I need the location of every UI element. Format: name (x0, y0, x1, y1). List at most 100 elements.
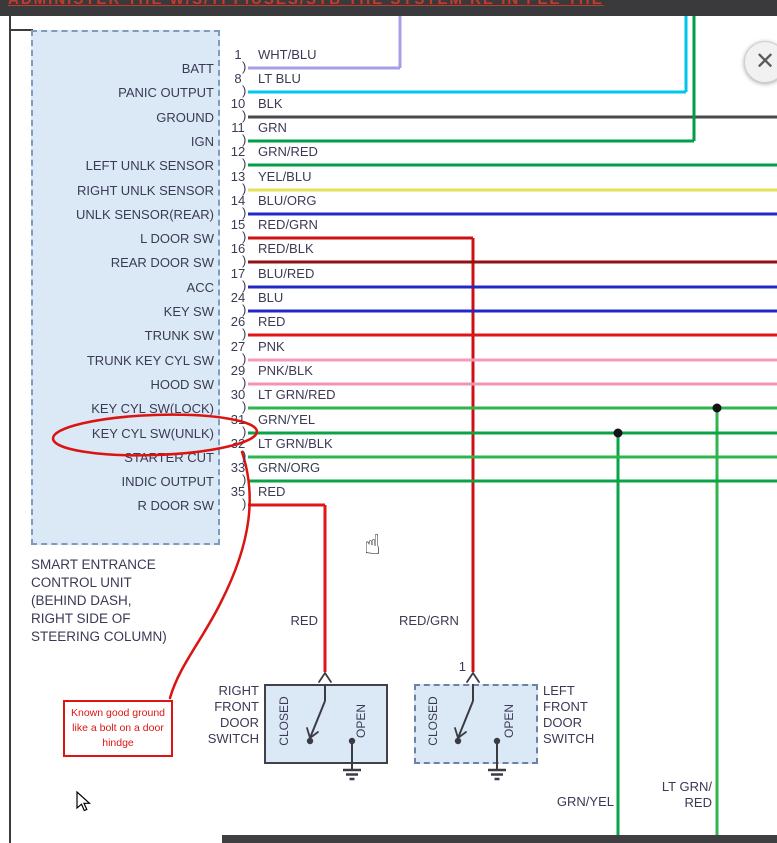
pin-connector-icon: ) (242, 156, 247, 171)
ecu-caption-line: SMART ENTRANCE (31, 557, 156, 572)
pin-number-14: 14 (230, 193, 246, 208)
pin-connector-icon: ) (242, 83, 247, 98)
pin-connector-icon: ) (242, 181, 247, 196)
header-clipped-text: ADMINISTER THE W/S/TI FIUSES/STB THE SYS… (8, 0, 604, 8)
pin-number-10: 10 (230, 96, 246, 111)
pin-label-12: LEFT UNLK SENSOR (85, 158, 214, 173)
wire-color-label-12: GRN/RED (258, 144, 318, 159)
wire-color-label-24: BLU (258, 290, 284, 305)
pin-label-24: KEY SW (163, 304, 214, 319)
pin-label-15: L DOOR SW (140, 231, 214, 246)
diagram-frame-line (9, 16, 11, 843)
switch-lever (457, 700, 474, 739)
pin-connector-icon: ) (242, 326, 247, 341)
pin-label-1: BATT (181, 61, 214, 76)
wire-color-label-32: LT GRN/BLK (258, 436, 333, 451)
wire-color-label-13: YEL/BLU (258, 169, 312, 184)
pin-connector-icon: ) (242, 351, 247, 366)
ecu-caption-line: RIGHT SIDE OF (31, 611, 131, 626)
pin-label-26: TRUNK SW (144, 328, 214, 343)
pin-label-31: KEY CYL SW(UNLK) (91, 426, 214, 441)
connector-arrow-icon (318, 671, 332, 683)
wire-color-label-33: GRN/ORG (258, 460, 321, 475)
pin-connector-icon: ) (242, 132, 247, 147)
ecu-caption-line: (BEHIND DASH, (31, 593, 132, 608)
pin-connector-icon: ) (242, 448, 247, 463)
pin-label-17: ACC (186, 280, 214, 295)
pin-label-16: REAR DOOR SW (110, 255, 214, 270)
closed-contact-dot (454, 737, 462, 745)
wire-color-label-8: LT BLU (258, 71, 301, 86)
wire-color-label-10: BLK (258, 96, 283, 111)
pin-number-30: 30 (230, 387, 246, 402)
pin-label-30: KEY CYL SW(LOCK) (91, 401, 214, 416)
red-annotation-line (168, 450, 251, 700)
smart-entrance-control-unit-box (31, 30, 220, 545)
wire-color-label-17: BLU/RED (258, 266, 315, 281)
pin-label-8: PANIC OUTPUT (118, 85, 214, 100)
junction-dot (712, 403, 722, 413)
left-front-door-switch-box (414, 684, 538, 764)
pin-label-29: HOOD SW (150, 377, 214, 392)
pin-number-13: 13 (230, 169, 246, 184)
pin-label-27: TRUNK KEY CYL SW (86, 353, 214, 368)
pin-connector-icon: ) (242, 399, 247, 414)
pin-number-8: 8 (234, 71, 242, 86)
pin-number-33: 33 (230, 460, 246, 475)
lever-arrow-icon (454, 727, 467, 739)
wire-drop-label-red: RED (290, 613, 318, 628)
wire-color-label-16: RED/BLK (258, 241, 314, 256)
pin-connector-icon: ) (242, 59, 247, 74)
left-switch-pin-number: 1 (458, 659, 466, 674)
wire-color-label-1: WHT/BLU (258, 47, 317, 62)
pin-label-10: GROUND (156, 110, 214, 125)
wire-color-label-27: PNK (258, 339, 285, 354)
right-front-door-switch-label: RIGHT FRONT DOOR SWITCH (207, 683, 259, 746)
ecu-caption-line: STEERING COLUMN) (31, 629, 167, 644)
arrow-cursor-icon (76, 791, 92, 812)
pin-label-35: R DOOR SW (137, 498, 214, 513)
bottom-wire-label-lt-grn-red: LT GRN/ RED (661, 779, 712, 810)
wire-color-label-26: RED (258, 314, 286, 329)
red-circle-annotation (51, 413, 259, 457)
pin-label-14: UNLK SENSOR(REAR) (76, 207, 214, 222)
ecu-caption-line: CONTROL UNIT (31, 575, 132, 590)
pin-number-35: 35 (230, 484, 246, 499)
pin-label-33: INDIC OUTPUT (121, 474, 214, 489)
pin-connector-icon: ) (242, 302, 247, 317)
pin-number-12: 12 (230, 144, 246, 159)
pin-connector-icon: ) (242, 205, 247, 220)
left-front-door-switch-label: LEFT FRONT DOOR SWITCH (543, 683, 595, 746)
wire-color-label-31: GRN/YEL (258, 412, 316, 427)
wire-color-label-29: PNK/BLK (258, 363, 313, 378)
close-button[interactable]: ✕ (744, 41, 777, 83)
wire-color-label-14: BLU/ORG (258, 193, 317, 208)
pin-label-11: IGN (190, 134, 214, 149)
ecu-caption: SMART ENTRANCE CONTROL UNIT (BEHIND DASH… (31, 556, 167, 646)
pin-number-27: 27 (230, 339, 246, 354)
connector-strip (222, 835, 777, 843)
pin-number-26: 26 (230, 314, 246, 329)
connector-arrow-icon (466, 671, 480, 683)
wire-drop-label-red-grn: RED/GRN (399, 613, 459, 628)
pin-number-24: 24 (230, 290, 246, 305)
bottom-wire-label-grn-yel: GRN/YEL (556, 794, 614, 809)
ground-note-annotation: Known good ground like a bolt on a door … (63, 700, 173, 757)
pin-connector-icon: ) (242, 253, 247, 268)
pin-number-16: 16 (230, 241, 246, 256)
pin-number-15: 15 (230, 217, 246, 232)
wire-color-label-35: RED (258, 484, 286, 499)
pin-connector-icon: ) (242, 278, 247, 293)
junction-dot (613, 428, 623, 438)
wire-color-label-15: RED/GRN (258, 217, 318, 232)
switch-lever (309, 700, 326, 739)
pin-number-29: 29 (230, 363, 246, 378)
closed-contact-dot (306, 737, 314, 745)
pin-connector-icon: ) (242, 424, 247, 439)
pin-connector-icon: ) (242, 229, 247, 244)
pin-number-1: 1 (234, 47, 242, 62)
pin-label-13: RIGHT UNLK SENSOR (76, 183, 214, 198)
wire-color-label-30: LT GRN/RED (258, 387, 336, 402)
hand-cursor-icon: ☝ (364, 528, 382, 561)
